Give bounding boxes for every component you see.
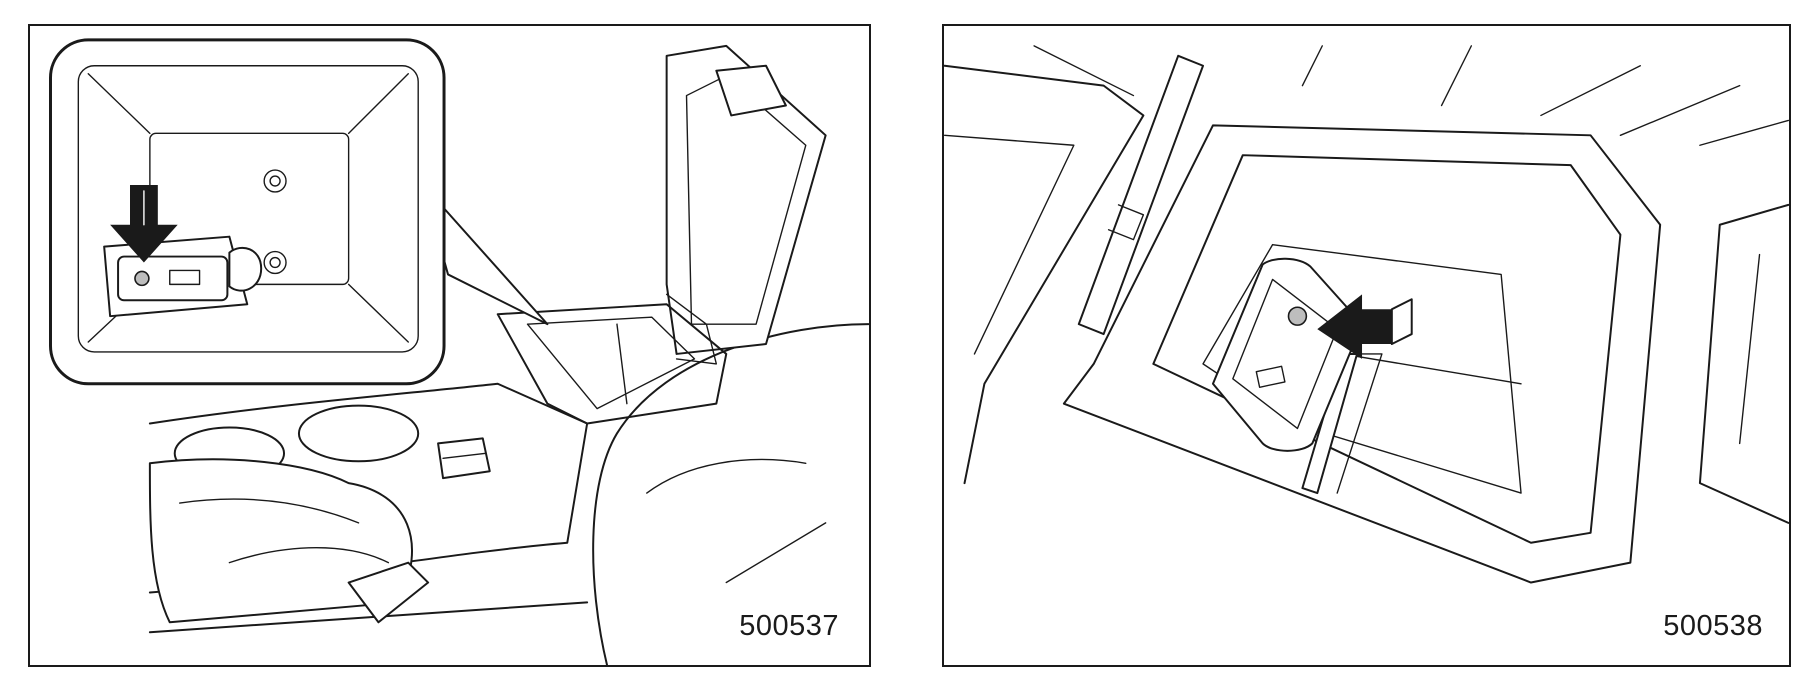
cup-holder-rear: [297, 404, 420, 463]
inset-tray-corner-br: [347, 283, 409, 343]
inset-frame: [49, 38, 446, 386]
inset-socket-usb: [169, 269, 201, 286]
dash-line-4: [1540, 65, 1641, 117]
socket-module-inner: [1232, 278, 1338, 430]
inset-socket-plate: [117, 255, 229, 302]
figure-left: 500537: [28, 24, 871, 667]
inset-socket-cap: [228, 247, 263, 292]
parking-brake: [347, 561, 430, 624]
box-inner-opening: [1152, 154, 1622, 544]
inset-screw-top-center: [269, 175, 281, 187]
console-box-inner: [526, 316, 696, 410]
figure-number: 500537: [737, 610, 841, 643]
dash-line-3: [1440, 45, 1473, 107]
box-floor-edge: [1341, 353, 1522, 385]
inset-screw-bottom-center: [269, 256, 281, 269]
seat-crease-2: [725, 522, 827, 584]
inset-tray-corner-tr: [347, 73, 409, 135]
socket-module: [1211, 257, 1364, 452]
right-trim-inner: [1738, 253, 1761, 445]
inset-screw-top: [263, 169, 287, 193]
console-switch-line: [442, 452, 487, 459]
inset-screw-bottom: [263, 250, 287, 275]
armrest-lid: [665, 44, 827, 355]
left-trim: [944, 64, 1145, 485]
socket-port: [1287, 306, 1308, 326]
inset-socket-port: [134, 270, 150, 287]
figure-number: 500538: [1661, 610, 1765, 643]
left-arrow-icon: [1317, 294, 1392, 359]
figure-right: 500538: [942, 24, 1791, 667]
console-box-wall: [616, 323, 628, 405]
inset-tray-corner-tl: [87, 73, 151, 135]
left-arrow-icon-depth: [1390, 298, 1413, 346]
box-divider: [1301, 352, 1359, 495]
lid-hinge-notch: [1107, 204, 1145, 241]
box-divider-edge: [1336, 353, 1383, 494]
seat-outline: [592, 323, 869, 665]
armrest-hinge: [665, 293, 718, 365]
left-trim-inner: [944, 134, 1075, 355]
armrest-latch: [715, 64, 787, 117]
right-trim: [1698, 203, 1789, 524]
seat-crease: [646, 458, 807, 494]
dash-line-2: [1301, 45, 1323, 87]
lid-hinge-bar: [1077, 54, 1205, 336]
socket-usb: [1255, 365, 1286, 388]
console-illustration-right: [944, 45, 1789, 584]
dash-line-6: [1699, 119, 1789, 146]
shift-boot-fold: [178, 498, 360, 524]
inset-tray-rim: [77, 65, 419, 353]
dash-line-5: [1619, 84, 1741, 137]
console-switch: [437, 437, 491, 480]
console-box-rim: [496, 303, 728, 425]
console-illustration-left: [49, 38, 869, 665]
dash-line-1: [1033, 45, 1135, 97]
shift-boot-fold-2: [228, 547, 390, 564]
